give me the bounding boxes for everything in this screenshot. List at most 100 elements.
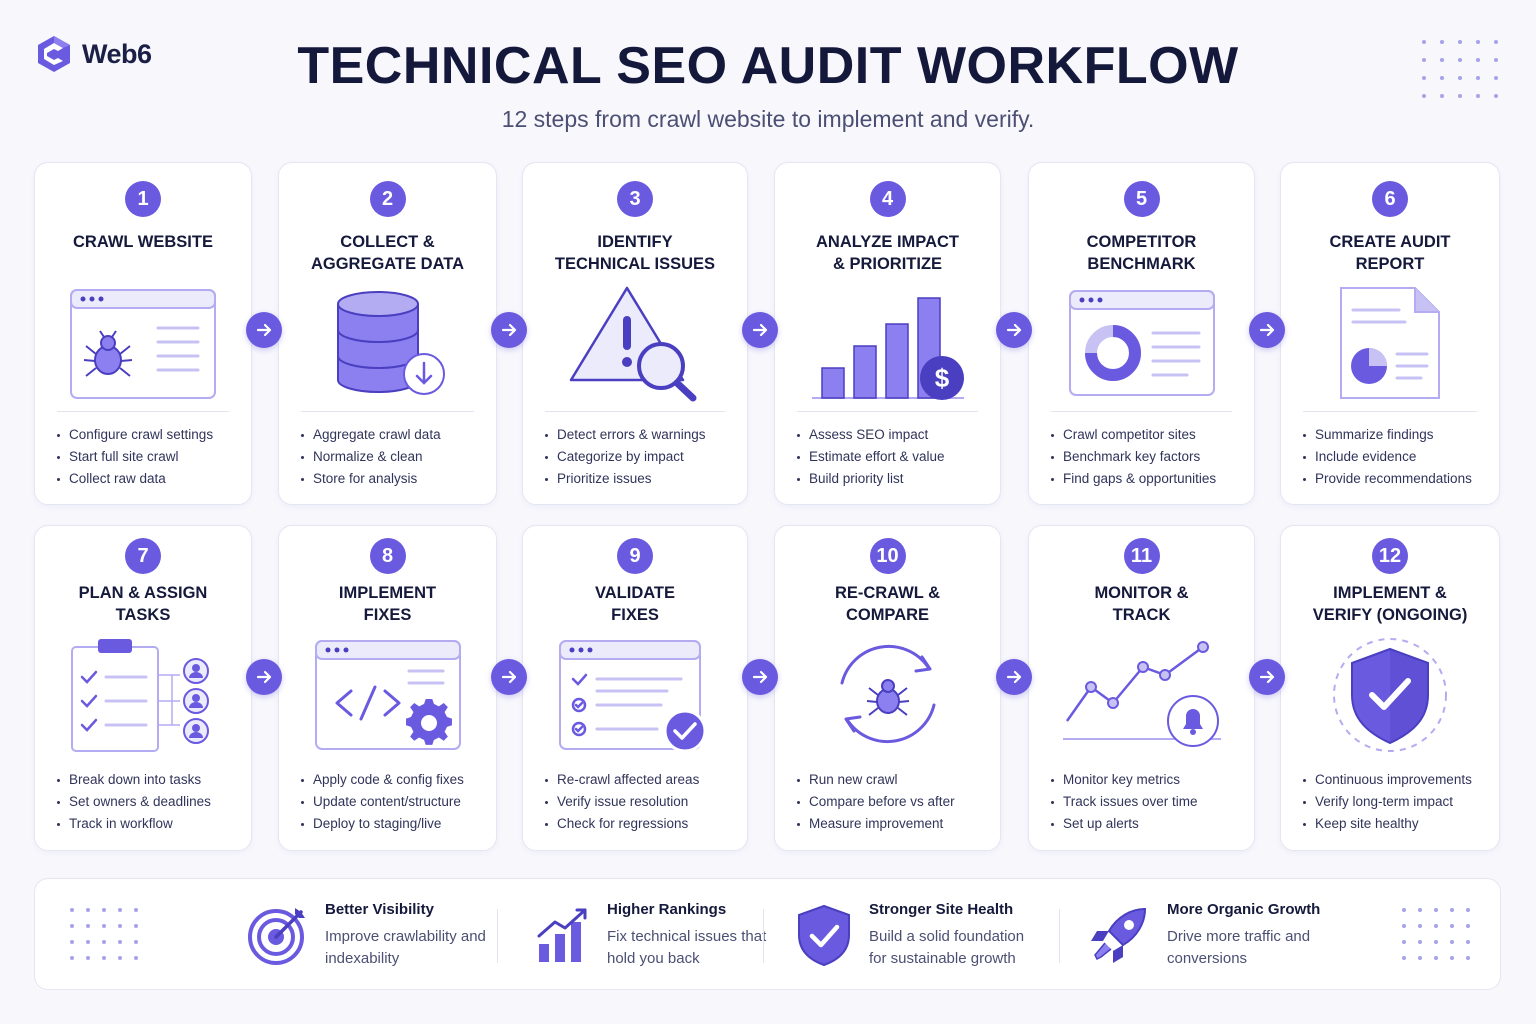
step-card-11: 11 MONITOR & TRACK Monitor key metrics T… bbox=[1028, 525, 1255, 851]
step-card-4: 4 ANALYZE IMPACT & PRIORITIZE $ Assess S… bbox=[774, 162, 1001, 505]
step-title: VALIDATE FIXES bbox=[594, 584, 676, 624]
step-title: ANALYZE IMPACT & PRIORITIZE bbox=[815, 233, 959, 273]
bullet-item: Set owners & deadlines bbox=[57, 791, 241, 813]
step-bullets: Apply code & config fixes Update content… bbox=[301, 769, 486, 835]
benefit-title: Higher Rankings bbox=[607, 900, 727, 918]
bullet-item: Find gaps & opportunities bbox=[1051, 468, 1244, 490]
benefits-bar: Better Visibility Improve crawlability a… bbox=[34, 878, 1501, 990]
arrow-right-icon bbox=[246, 312, 282, 348]
bullet-item: Start full site crawl bbox=[57, 446, 241, 468]
step-bullets: Run new crawl Compare before vs after Me… bbox=[797, 769, 990, 835]
bullet-item: Verify issue resolution bbox=[545, 791, 737, 813]
step-title: IMPLEMENT & VERIFY (ONGOING) bbox=[1312, 584, 1468, 624]
benefit-stronger-site-health: Stronger Site Health Build a solid found… bbox=[795, 879, 1039, 991]
step-bullets: Re-crawl affected areas Verify issue res… bbox=[545, 769, 737, 835]
bullet-item: Collect raw data bbox=[57, 468, 241, 490]
step-card-5: 5 COMPETITOR BENCHMARK Crawl competitor … bbox=[1028, 162, 1255, 505]
page-title: TECHNICAL SEO AUDIT WORKFLOW bbox=[297, 37, 1239, 95]
step-bullets: Summarize findings Include evidence Prov… bbox=[1303, 424, 1489, 490]
benefit-desc: Fix technical issues that hold you back bbox=[607, 927, 767, 967]
arrow-right-icon bbox=[491, 312, 527, 348]
donut-chart-browser-icon bbox=[1029, 279, 1254, 407]
page-subtitle: 12 steps from crawl website to implement… bbox=[501, 106, 1035, 132]
step-number-badge: 2 bbox=[369, 181, 406, 217]
step-number-badge: 1 bbox=[125, 181, 161, 217]
bullet-item: Track issues over time bbox=[1051, 791, 1244, 813]
arrow-right-icon bbox=[1249, 312, 1285, 348]
step-title: IDENTIFY TECHNICAL ISSUES bbox=[554, 233, 716, 273]
bullet-item: Set up alerts bbox=[1051, 813, 1244, 835]
bullet-item: Prioritize issues bbox=[545, 468, 737, 490]
clipboard-users-icon bbox=[35, 630, 251, 758]
step-card-6: 6 CREATE AUDIT REPORT Summarize findings… bbox=[1280, 162, 1500, 505]
bullet-item: Break down into tasks bbox=[57, 769, 241, 791]
step-title: IMPLEMENT FIXES bbox=[338, 584, 437, 624]
code-gear-icon bbox=[279, 630, 496, 758]
benefit-title: Better Visibility bbox=[325, 900, 434, 918]
bullet-item: Aggregate crawl data bbox=[301, 424, 486, 446]
bullet-item: Assess SEO impact bbox=[797, 424, 990, 446]
step-number-badge: 7 bbox=[125, 538, 161, 574]
step-title: MONITOR & TRACK bbox=[1094, 584, 1189, 624]
bullet-item: Categorize by impact bbox=[545, 446, 737, 468]
divider bbox=[57, 411, 229, 412]
step-bullets: Crawl competitor sites Benchmark key fac… bbox=[1051, 424, 1244, 490]
arrow-right-icon bbox=[1249, 659, 1285, 695]
benefit-desc: Drive more traffic and conversions bbox=[1167, 927, 1311, 967]
step-number-badge: 6 bbox=[1372, 181, 1408, 217]
benefit-desc: Build a solid foundation for sustainable… bbox=[869, 927, 1025, 967]
rocket-icon bbox=[1091, 907, 1147, 963]
step-bullets: Monitor key metrics Track issues over ti… bbox=[1051, 769, 1244, 835]
step-number-badge: 10 bbox=[869, 538, 906, 574]
brand-logo: Web6 bbox=[34, 34, 152, 74]
spider-browser-icon bbox=[35, 279, 251, 407]
database-icon bbox=[279, 279, 496, 407]
svg-text:$: $ bbox=[934, 363, 949, 393]
arrow-right-icon bbox=[491, 659, 527, 695]
rising-bars-icon bbox=[537, 908, 587, 962]
divider bbox=[1051, 411, 1232, 412]
bullet-item: Update content/structure bbox=[301, 791, 486, 813]
bullet-item: Compare before vs after bbox=[797, 791, 990, 813]
bullet-item: Include evidence bbox=[1303, 446, 1489, 468]
decorative-dots bbox=[1422, 40, 1498, 98]
step-card-7: 7 PLAN & ASSIGN TASKS Br bbox=[34, 525, 252, 851]
bullet-item: Verify long-term impact bbox=[1303, 791, 1489, 813]
step-card-10: 10 RE-CRAWL & COMPARE Run new crawl Comp… bbox=[774, 525, 1001, 851]
step-card-2: 2 COLLECT & AGGREGATE DATA Aggregate cra… bbox=[278, 162, 497, 505]
target-icon bbox=[248, 908, 305, 965]
report-document-icon bbox=[1281, 279, 1499, 407]
bullet-item: Estimate effort & value bbox=[797, 446, 990, 468]
step-number-badge: 3 bbox=[617, 181, 653, 217]
arrow-right-icon bbox=[996, 659, 1032, 695]
divider bbox=[301, 411, 474, 412]
step-bullets: Break down into tasks Set owners & deadl… bbox=[57, 769, 241, 835]
divider bbox=[545, 411, 725, 412]
arrow-right-icon bbox=[996, 312, 1032, 348]
step-card-12: 12 IMPLEMENT & VERIFY (ONGOING) Continuo… bbox=[1280, 525, 1500, 851]
bullet-item: Continuous improvements bbox=[1303, 769, 1489, 791]
step-title: RE-CRAWL & COMPARE bbox=[834, 584, 941, 624]
checklist-browser-icon bbox=[523, 630, 747, 758]
benefit-title: Stronger Site Health bbox=[869, 900, 1014, 918]
spider-cycle-icon bbox=[775, 630, 1000, 758]
brand-name: Web6 bbox=[82, 38, 152, 69]
shield-check-icon bbox=[1281, 630, 1499, 758]
step-title: COLLECT & AGGREGATE DATA bbox=[310, 233, 465, 273]
warning-search-icon bbox=[523, 279, 747, 407]
step-number-badge: 11 bbox=[1123, 538, 1160, 574]
step-title: CREATE AUDIT REPORT bbox=[1329, 233, 1451, 273]
divider bbox=[797, 411, 978, 412]
bullet-item: Store for analysis bbox=[301, 468, 486, 490]
bullet-item: Deploy to staging/live bbox=[301, 813, 486, 835]
step-number-badge: 4 bbox=[869, 181, 906, 217]
step-title: COMPETITOR BENCHMARK bbox=[1086, 233, 1197, 273]
step-bullets: Continuous improvements Verify long-term… bbox=[1303, 769, 1489, 835]
benefit-better-visibility: Better Visibility Improve crawlability a… bbox=[247, 879, 495, 991]
bullet-item: Run new crawl bbox=[797, 769, 990, 791]
step-number-badge: 5 bbox=[1123, 181, 1160, 217]
arrow-right-icon bbox=[742, 659, 778, 695]
shield-check-icon bbox=[798, 904, 850, 967]
web6-logo-icon bbox=[38, 36, 70, 72]
bullet-item: Benchmark key factors bbox=[1051, 446, 1244, 468]
